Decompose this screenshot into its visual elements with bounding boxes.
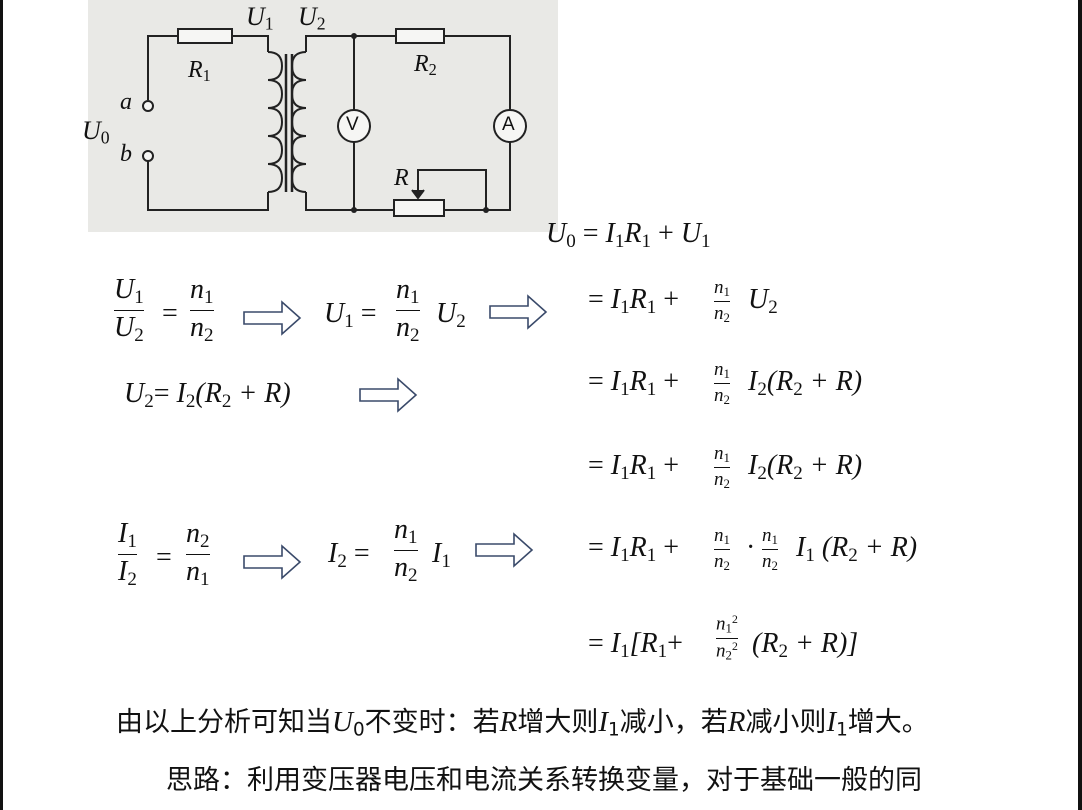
ammeter-label: A [502, 114, 515, 135]
line1-tail: U2 [748, 284, 778, 318]
label-u1: U1 [246, 2, 274, 34]
fraction-n2-over-n1: n2 n1 [186, 518, 210, 590]
primary-wire-bottom [147, 160, 269, 211]
u1-tail: U2 [436, 298, 466, 332]
derivation-line-3: = I1R1 + [588, 450, 680, 484]
derivation-line-2: = I1R1 + [588, 366, 680, 400]
label-b: b [120, 141, 132, 167]
i2-fraction: n1 n2 [394, 514, 418, 586]
u1-lhs: U1 = [324, 298, 377, 332]
circuit-photo-background [88, 0, 558, 232]
line4-tail: I1 (R2 + R) [796, 532, 918, 566]
line4-dot: · [746, 532, 756, 563]
label-u2: U2 [298, 2, 326, 34]
line5-tail: (R2 + R)] [752, 628, 859, 662]
primary-wire [147, 35, 269, 100]
arrow-5 [475, 532, 534, 568]
arrow-4 [243, 544, 302, 580]
arrow-1 [243, 300, 302, 336]
derivation-line-5: = I1[R1+ [588, 628, 683, 662]
conclusion-text: 由以上分析可知当U0不变时：若R增大则I1减小，若R减小则I1增大。 [116, 706, 929, 741]
junction-1 [351, 33, 357, 39]
voltmeter [337, 109, 371, 143]
ammeter [493, 109, 527, 143]
label-r: R [394, 165, 409, 191]
arrow-3 [359, 377, 418, 413]
label-r1: R1 [188, 57, 211, 86]
left-border [0, 0, 3, 810]
derivation-line-1: = I1R1 + [588, 284, 680, 318]
arrow-2 [489, 294, 548, 330]
junction-2 [351, 207, 357, 213]
secondary-coil [290, 51, 307, 193]
junction-3 [483, 207, 489, 213]
rheostat-r [393, 199, 445, 217]
secondary-wire-top [305, 35, 511, 110]
resistor-r1 [177, 28, 233, 44]
slider-arrow [411, 189, 425, 200]
line2-tail: I2(R2 + R) [748, 366, 863, 400]
label-a: a [120, 89, 132, 115]
voltmeter-label: V [346, 114, 359, 135]
fraction-n1-over-n2: n1 n2 [190, 274, 214, 346]
derivation-line-0: U0 = I1R1 + U1 [546, 218, 711, 252]
right-border [1078, 0, 1082, 810]
eq-sign-2: = [156, 542, 172, 573]
derivation-line-4: = I1R1 + [588, 532, 680, 566]
idea-text: 思路：利用变压器电压和电流关系转换变量，对于基础一般的同 [166, 765, 922, 796]
fraction-i1-over-i2: I1 I2 [118, 518, 137, 590]
line3-tail: I2(R2 + R) [748, 450, 863, 484]
i2-lhs: I2 = [328, 538, 370, 572]
terminal-b [142, 150, 154, 162]
label-u0: U0 [82, 116, 110, 148]
primary-coil [267, 51, 284, 193]
u1-fraction: n1 n2 [396, 274, 420, 346]
resistor-r2 [395, 28, 445, 44]
label-r2: R2 [414, 51, 437, 80]
secondary-wire-bottom [305, 142, 511, 211]
terminal-a [142, 100, 154, 112]
i2-tail: I1 [432, 538, 451, 572]
u2-equation: U2= I2(R2 + R) [124, 378, 291, 412]
eq-sign: = [162, 298, 178, 329]
rheostat-slider [417, 169, 487, 210]
fraction-u1-over-u2: U1 U2 [114, 274, 144, 346]
